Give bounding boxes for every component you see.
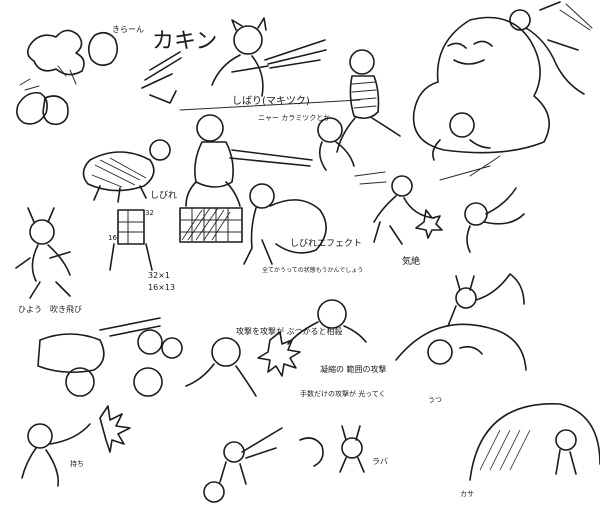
sketch-robot-left <box>15 207 71 299</box>
sketch-cat-whip <box>211 17 327 97</box>
sketch-bug <box>82 139 171 203</box>
label-eff-note: 全てかうっての状態もうかんでしょう <box>262 266 363 274</box>
label-shibire: しびれ <box>150 190 177 201</box>
arrow-line <box>179 99 361 111</box>
sketch-fall-right <box>464 187 525 253</box>
label-raba: ラバ <box>372 457 388 466</box>
label-dims-a: 32×1 <box>148 271 170 280</box>
sketch-pulling-char <box>317 117 355 171</box>
sketch-central-clash <box>185 299 367 397</box>
label-hiyori: ひよう <box>18 305 42 314</box>
label-utsu: うつ <box>428 396 442 404</box>
sketch-jump-topright <box>509 1 593 95</box>
label-kakin: カキン <box>152 29 217 54</box>
sketch-clash-lines <box>141 51 182 104</box>
sketch-robot-center <box>109 209 153 271</box>
label-mochi: 持ち <box>70 459 84 468</box>
label-ten-32: 32 <box>145 209 154 217</box>
label-kisa: きらーん <box>112 25 144 34</box>
sketch-bunny-right <box>447 273 525 327</box>
label-hanekaeshi: 攻撃を攻撃が ぶつかると相殺 <box>236 326 343 336</box>
sketch-bottom-dome <box>469 403 600 481</box>
label-kizetsu: 気絶 <box>402 255 420 267</box>
label-shibire-eff: しびれエフェクト <box>290 238 362 249</box>
sketch-char-topleft <box>16 29 119 126</box>
label-dims-b: 16×13 <box>148 283 175 292</box>
label-fukitobi: 吹き飛び <box>50 304 82 314</box>
sketch-blob-creature <box>412 16 550 161</box>
label-kasa: カサ <box>460 490 474 498</box>
sketch-bottom-kick <box>21 405 131 487</box>
sketch-bottom-mid <box>203 427 324 503</box>
sketch-ripple <box>395 323 527 371</box>
sketch-bottom-bunny <box>339 425 365 473</box>
sketch-tied-char <box>185 114 313 207</box>
sketch-dash-star <box>354 155 501 245</box>
label-atsumaru: 凝縮の 範囲の攻撃 <box>320 364 387 374</box>
sketch-wrapped-char <box>336 49 401 153</box>
label-ten-16: 16 <box>108 234 117 242</box>
sketch-grid <box>179 207 243 243</box>
label-uchiai: 手数だけの攻撃が 光ってく <box>300 389 386 398</box>
sketch-caped-fighter <box>243 183 327 265</box>
sketch-crowd <box>37 317 183 397</box>
label-shibari-note: ニャー カラミツクとか <box>258 114 330 122</box>
